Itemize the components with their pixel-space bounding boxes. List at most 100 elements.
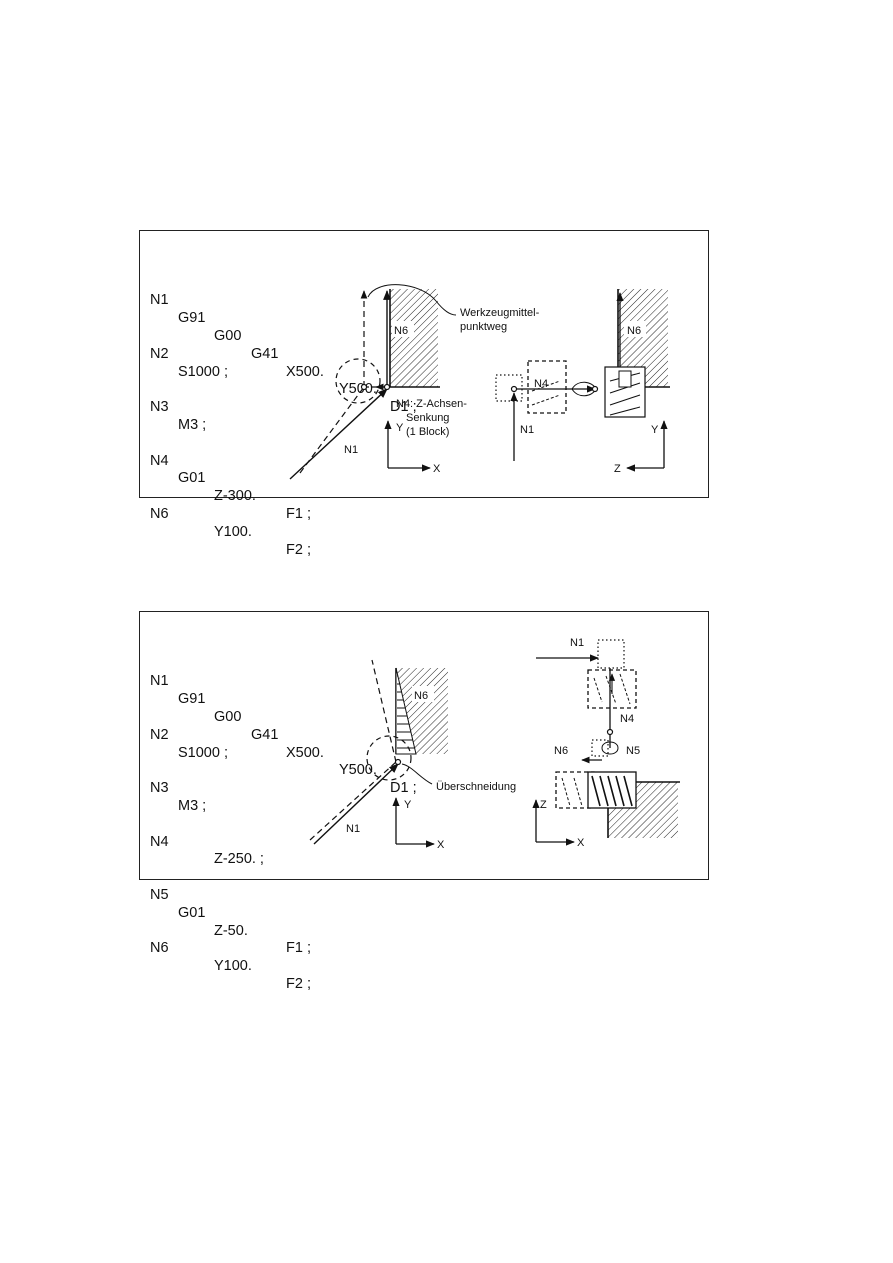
cutter-dotted <box>591 739 609 757</box>
point-marker <box>383 383 391 391</box>
tool-center-path-dashed <box>371 659 397 763</box>
label-leader <box>401 763 433 785</box>
code-line: N4 Z-250. ; <box>150 816 264 868</box>
label-n4: N4 <box>620 713 634 725</box>
code-token: Z-250. ; <box>214 851 264 868</box>
code-token: F2 ; <box>286 975 311 992</box>
code-token: N6 <box>150 940 169 957</box>
axis-y-label: Y <box>396 422 404 434</box>
axis-x-label: X <box>437 839 445 851</box>
code-token: N1 <box>150 673 169 690</box>
code-line: N3 M3 ; <box>150 381 206 433</box>
label-werkzeugmittelpunktweg-1: Werkzeugmittel- <box>460 307 540 319</box>
code-token: G01 <box>178 904 206 921</box>
code-token: M3 ; <box>178 797 207 814</box>
axis-y-label: Y <box>651 424 659 436</box>
label-n1: N1 <box>344 444 358 456</box>
code-token: N4 <box>150 833 169 850</box>
code-token: G91 <box>178 691 206 708</box>
code-token: G41 <box>251 726 279 743</box>
label-n6: N6 <box>554 745 568 757</box>
code-line: N6 Y100. F2 ; <box>150 923 311 992</box>
code-line: N6 Y100. F2 ; <box>150 488 311 558</box>
label-n5: N5 <box>626 745 640 757</box>
label-leader <box>367 284 457 316</box>
point-marker <box>360 383 368 391</box>
diagram-panel-2: N1 G91 G00 G41 X500. Y500. D1 ; N2 S1000… <box>139 611 709 992</box>
label-werkzeugmittelpunktweg-2: punktweg <box>460 321 507 333</box>
code-token: D1 ; <box>390 780 417 797</box>
label-n1: N1 <box>570 637 584 649</box>
workpiece-hatched <box>390 289 438 387</box>
label-n4-note-2: Senkung <box>406 412 449 424</box>
label-n4-note-3: (1 Block) <box>406 426 449 438</box>
code-token: M3 ; <box>178 416 207 433</box>
code-line: N2 S1000 ; <box>150 709 228 761</box>
code-token: S1000 ; <box>178 363 228 380</box>
code-line: N4 G01 Z-300. F1 ; <box>150 435 311 522</box>
label-ueberschneidung: Überschneidung <box>436 781 516 793</box>
code-token: Y500. <box>339 381 377 398</box>
code-token: Z-300. <box>214 488 256 505</box>
programmed-path <box>313 763 399 845</box>
diagram-panel-1: N1 G91 G00 G41 X500. Y500. D1 ; N2 S1000… <box>139 230 709 558</box>
code-token: N3 <box>150 399 169 416</box>
axis-x-label: X <box>577 837 585 849</box>
code-token: X500. <box>286 744 324 761</box>
label-n4-note-1: N4: Z-Achsen- <box>396 398 467 410</box>
tool-path-figure-2: N6 Überschneidung N1 Y X N1 N4 N6 N5 <box>309 637 680 851</box>
code-token: N1 <box>150 292 169 309</box>
code-token: F2 ; <box>286 541 311 558</box>
label-n1: N1 <box>520 424 534 436</box>
code-line: N5 G01 Z-50. F1 ; <box>150 869 311 956</box>
point-marker <box>510 385 518 393</box>
tool-path-figure-1: N6 Werkzeugmittel- punktweg N4: Z-Achsen… <box>289 284 670 480</box>
code-token: N2 <box>150 345 169 362</box>
code-token: N3 <box>150 780 169 797</box>
code-token: N6 <box>150 505 169 522</box>
code-token: G00 <box>214 708 242 725</box>
tool-circle-dashed <box>366 735 412 781</box>
code-line: N2 S1000 ; <box>150 328 228 380</box>
code-token: Y100. <box>214 523 252 540</box>
code-token: G01 <box>178 470 206 487</box>
label-n6: N6 <box>394 325 408 337</box>
code-line: N1 G91 G00 G41 X500. Y500. D1 ; <box>150 275 417 415</box>
code-token: N5 <box>150 886 169 903</box>
code-token: Y100. <box>214 958 252 975</box>
code-line: N1 G91 G00 G41 X500. Y500. D1 ; <box>150 656 417 796</box>
axis-y-label: Y <box>404 799 412 811</box>
code-line: N3 M3 ; <box>150 762 206 814</box>
code-token: Y500. <box>339 762 377 779</box>
tool-circle-dashed <box>335 358 381 404</box>
label-n6: N6 <box>414 690 428 702</box>
code-token: F1 ; <box>286 505 311 522</box>
cutter-dashed <box>527 360 567 414</box>
point-marker <box>394 758 402 766</box>
code-token: N4 <box>150 452 169 469</box>
code-token: D1 ; <box>390 399 417 416</box>
label-n4: N4 <box>534 378 548 390</box>
axis-z-label: Z <box>540 799 547 811</box>
cutter-dotted <box>495 374 523 402</box>
cutter-dashed <box>587 669 637 709</box>
point-marker <box>591 385 599 393</box>
code-token: G00 <box>214 327 242 344</box>
label-n6: N6 <box>627 325 641 337</box>
code-token: G41 <box>251 345 279 362</box>
label-n1: N1 <box>346 823 360 835</box>
tool-center-path-dashed <box>299 386 365 474</box>
code-token: S1000 ; <box>178 744 228 761</box>
nc-program-2: N1 G91 G00 G41 X500. Y500. D1 ; N2 S1000… <box>150 620 417 992</box>
axis-z-label: Z <box>614 463 621 475</box>
nc-program-1: N1 G91 G00 G41 X500. Y500. D1 ; N2 S1000… <box>150 239 417 558</box>
point-marker <box>606 728 614 736</box>
cutter-dotted <box>597 639 625 669</box>
programmed-path <box>289 388 388 480</box>
axis-x-label: X <box>433 463 441 475</box>
code-token: N2 <box>150 726 169 743</box>
code-token: Z-50. <box>214 922 248 939</box>
code-token: G91 <box>178 310 206 327</box>
code-token: F1 ; <box>286 940 311 957</box>
code-token: X500. <box>286 363 324 380</box>
